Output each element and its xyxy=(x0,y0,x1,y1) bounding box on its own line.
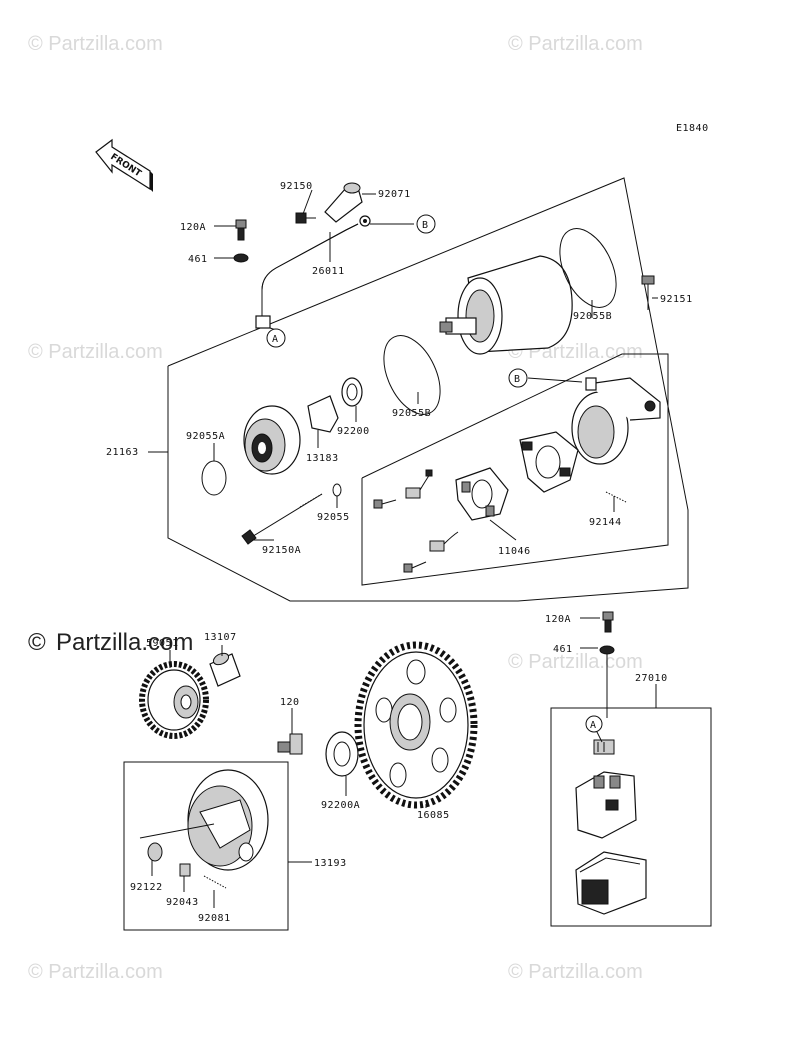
label-92122: 92122 xyxy=(130,882,163,893)
plate-13183 xyxy=(307,395,339,433)
front-cover xyxy=(243,405,301,475)
label-13183: 13183 xyxy=(306,453,339,464)
diagram-code: E1840 xyxy=(676,123,709,134)
label-92151: 92151 xyxy=(660,294,693,305)
screw-lower xyxy=(403,561,427,573)
bolt-120a-relay xyxy=(602,611,614,633)
watermark-copy-symbol: © xyxy=(28,629,46,656)
label-27010: 27010 xyxy=(635,673,668,684)
spring-92081 xyxy=(203,875,227,889)
shaft-13107 xyxy=(209,652,241,687)
watermark-bottom-left: © Partzilla.com xyxy=(28,961,163,983)
starter-clutch-box xyxy=(123,761,289,931)
washer-461-relay xyxy=(599,645,615,655)
spring-92144 xyxy=(605,491,627,503)
roller-92122 xyxy=(147,842,163,862)
label-92043: 92043 xyxy=(166,897,199,908)
watermark-mid-left: © Partzilla.com xyxy=(28,341,163,363)
bolt-120a-top xyxy=(235,219,247,241)
end-cover xyxy=(571,377,661,465)
leader-lines xyxy=(148,189,658,908)
starter-clutch-13193 xyxy=(139,769,269,871)
brush-lower xyxy=(429,531,459,552)
watermark-top-left: © Partzilla.com xyxy=(28,33,163,55)
callout-b-top: B xyxy=(416,214,436,234)
svg-text:A: A xyxy=(590,720,597,731)
fuse-icon xyxy=(593,739,615,755)
terminal-cap-92071 xyxy=(324,182,363,223)
label-120: 120 xyxy=(280,697,300,708)
bolt-120 xyxy=(277,733,303,755)
label-13193: 13193 xyxy=(314,858,347,869)
svg-text:B: B xyxy=(422,220,429,231)
label-92081: 92081 xyxy=(198,913,231,924)
nut-92150 xyxy=(295,212,316,224)
plunger-92043 xyxy=(179,863,191,877)
starter-relay xyxy=(575,771,637,839)
motor-yoke xyxy=(439,255,573,355)
watermark-bottom-right: © Partzilla.com xyxy=(508,961,643,983)
label-59051: 59051 xyxy=(146,638,179,649)
callout-a-cable: A xyxy=(266,327,286,348)
label-92055a: 92055A xyxy=(186,431,225,442)
long-bolt-92150a xyxy=(241,493,323,545)
brush-assembly-outline xyxy=(361,353,669,586)
svg-text:A: A xyxy=(272,334,279,345)
label-92055b-upper: 92055B xyxy=(573,311,612,322)
label-461-top: 461 xyxy=(188,254,208,265)
label-26011: 26011 xyxy=(312,266,345,277)
watermark-top-right: © Partzilla.com xyxy=(508,33,643,55)
starter-assembly-outline xyxy=(167,177,689,602)
label-92150: 92150 xyxy=(280,181,313,192)
label-120a-top: 120A xyxy=(180,222,206,233)
bolt-92151 xyxy=(641,275,655,310)
relay-rubber-boot xyxy=(575,851,647,915)
label-92200: 92200 xyxy=(337,426,370,437)
callout-a-relay: A xyxy=(585,715,603,733)
starter-gear-16085 xyxy=(354,641,478,809)
brush-upper xyxy=(405,469,433,499)
o-ring-92055b-upper xyxy=(559,228,617,308)
watermark-lower-right: © Partzilla.com xyxy=(508,651,643,673)
part-labels: 92150 92071 120A 461 26011 92055B 92151 … xyxy=(106,181,693,924)
o-ring-92055b-lower xyxy=(383,335,441,415)
label-92144: 92144 xyxy=(589,517,622,528)
starter-cable xyxy=(255,215,371,329)
label-16085: 16085 xyxy=(417,810,450,821)
o-ring-92055 xyxy=(332,483,342,497)
o-ring-92055a xyxy=(201,460,227,496)
relay-box-outline xyxy=(550,707,712,927)
brush-plate xyxy=(455,467,509,521)
label-11046: 11046 xyxy=(498,546,531,557)
label-461-relay: 461 xyxy=(553,644,573,655)
label-92055b-lower: 92055B xyxy=(392,408,431,419)
label-92200a: 92200A xyxy=(321,800,360,811)
label-21163: 21163 xyxy=(106,447,139,458)
label-120a-relay: 120A xyxy=(545,614,571,625)
washer-461-top xyxy=(233,253,249,263)
screw-upper xyxy=(373,499,397,509)
callout-b-cover: B xyxy=(508,368,528,388)
label-13107: 13107 xyxy=(204,632,237,643)
brush-holder xyxy=(519,431,579,493)
svg-text:B: B xyxy=(514,374,521,385)
label-92055: 92055 xyxy=(317,512,350,523)
front-arrow-icon: FRONT xyxy=(95,138,153,192)
label-92071: 92071 xyxy=(378,189,411,200)
idle-gear-59051 xyxy=(139,661,209,739)
label-92150a: 92150A xyxy=(262,545,301,556)
